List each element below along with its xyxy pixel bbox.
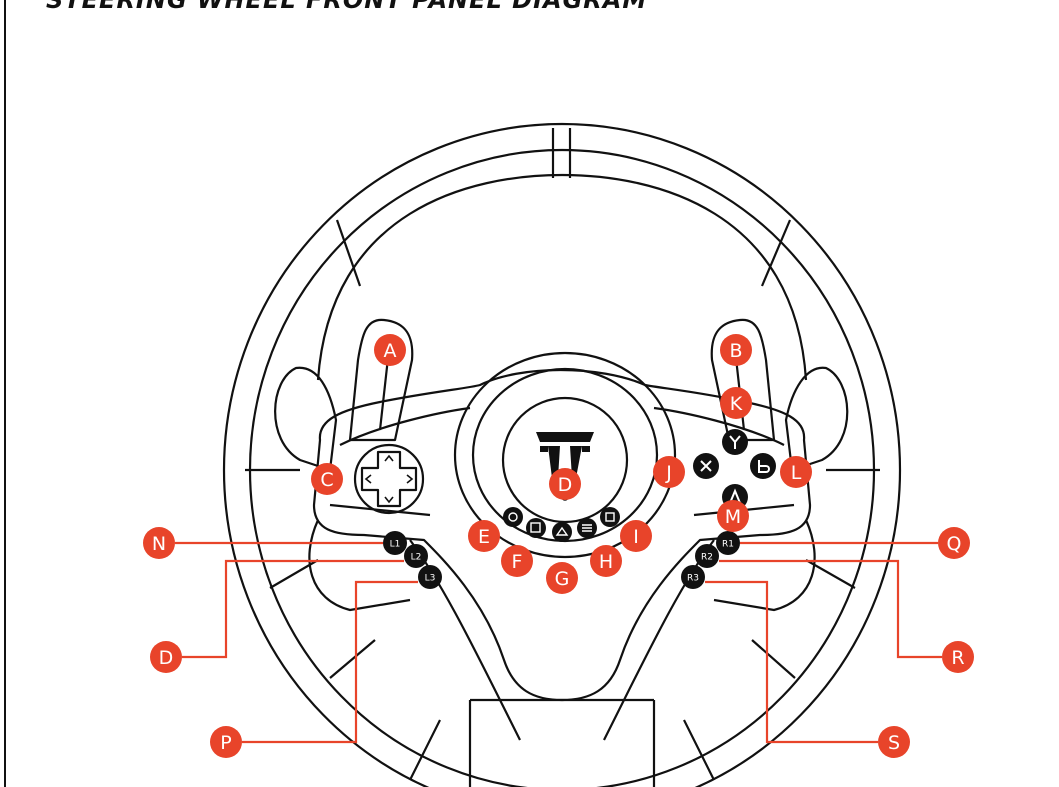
- leader-p: [242, 582, 418, 742]
- callout-i: I: [620, 520, 652, 552]
- svg-text:L: L: [791, 462, 802, 484]
- svg-text:F: F: [512, 551, 523, 573]
- share-icon[interactable]: [526, 518, 546, 538]
- leader-s: [705, 582, 878, 742]
- r2-label: R2: [701, 553, 713, 563]
- wheel-outline: [224, 124, 900, 787]
- home-icon[interactable]: [552, 522, 572, 542]
- svg-text:Q: Q: [947, 533, 962, 555]
- callout-g: G: [546, 562, 578, 594]
- callout-a: A: [374, 334, 406, 366]
- callout-n: N: [143, 527, 175, 559]
- callout-h: H: [590, 545, 622, 577]
- center-buttons: [503, 507, 620, 542]
- svg-text:E: E: [478, 526, 490, 548]
- svg-text:R: R: [951, 647, 964, 669]
- svg-text:H: H: [599, 551, 613, 573]
- callout-s: S: [878, 726, 910, 758]
- callout-d-center: D: [549, 468, 581, 500]
- svg-text:J: J: [665, 462, 672, 484]
- svg-text:S: S: [888, 732, 900, 754]
- dpad-icon[interactable]: [362, 452, 416, 506]
- callout-b: B: [720, 334, 752, 366]
- svg-text:C: C: [320, 469, 333, 491]
- callout-k: K: [720, 387, 752, 419]
- callout-j: J: [653, 456, 685, 488]
- callout-l: L: [780, 456, 812, 488]
- callout-r: R: [942, 641, 974, 673]
- svg-text:B: B: [729, 340, 742, 362]
- svg-text:D: D: [558, 474, 573, 496]
- callout-d-side: D: [150, 641, 182, 673]
- l3-label: L3: [425, 574, 436, 584]
- svg-text:M: M: [725, 506, 741, 528]
- svg-text:A: A: [384, 340, 397, 362]
- r3-label: R3: [687, 574, 699, 584]
- logo-disc: [503, 398, 627, 522]
- callout-p: P: [210, 726, 242, 758]
- outer-rim: [224, 124, 900, 787]
- callout-c: C: [311, 463, 343, 495]
- callout-f: F: [501, 545, 533, 577]
- callout-e: E: [468, 520, 500, 552]
- leader-r: [719, 561, 942, 657]
- dpad-arrows: [366, 456, 412, 502]
- svg-text:N: N: [152, 533, 166, 555]
- svg-text:G: G: [555, 568, 570, 590]
- view-icon[interactable]: [600, 507, 620, 527]
- svg-text:I: I: [633, 526, 639, 548]
- l2-label: L2: [411, 553, 422, 563]
- callout-m: M: [717, 500, 749, 532]
- l1-label: L1: [390, 540, 401, 550]
- svg-text:P: P: [220, 732, 231, 754]
- r1-label: R1: [722, 540, 734, 550]
- svg-text:K: K: [730, 393, 743, 415]
- settings-icon[interactable]: [503, 507, 523, 527]
- svg-text:D: D: [159, 647, 174, 669]
- callout-q: Q: [938, 527, 970, 559]
